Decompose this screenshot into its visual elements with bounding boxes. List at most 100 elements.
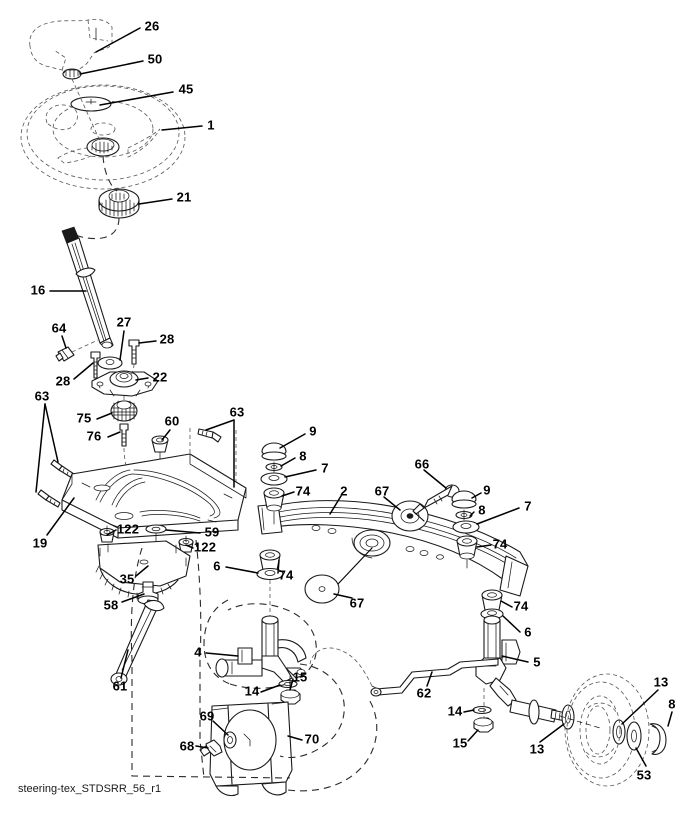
front-wheel-phantom: [559, 673, 650, 787]
part-21-bearing: [98, 188, 140, 219]
part-62-tie-rod: [370, 658, 499, 697]
part-35-sector-gear: [95, 540, 191, 600]
part-50-hex-nut: [62, 68, 82, 80]
callout-14: 14: [244, 683, 260, 699]
part-14-washer-right: [472, 705, 492, 715]
part-8-washer-left: [265, 461, 283, 473]
callout-74: 74: [492, 536, 508, 552]
part-27-washer: [97, 356, 123, 370]
callout-59: 59: [204, 524, 220, 540]
part-4-left-spindle: [215, 615, 307, 683]
part-69-washer: [223, 731, 237, 749]
part-45-spline-hub: [86, 137, 120, 157]
callout-69: 69: [199, 708, 215, 724]
part-61-drag-link: [110, 599, 165, 686]
part-75-pinion-gear: [110, 400, 138, 422]
callout-28: 28: [55, 373, 71, 389]
part-74-bushing-left-upper: [263, 487, 285, 512]
callout-53: 53: [636, 767, 652, 783]
callout-74: 74: [295, 483, 311, 499]
callout-8: 8: [478, 502, 486, 518]
callout-15: 15: [452, 735, 468, 751]
part-14-washer-left: [278, 679, 298, 689]
diagram-caption: steering-tex_STDSRR_56_r1: [18, 783, 162, 795]
callout-63: 63: [34, 388, 50, 404]
callout-74: 74: [278, 567, 294, 583]
callout-8: 8: [668, 696, 676, 712]
part-22-flange-plate: [91, 370, 159, 397]
part-13-bearing-outer: [612, 719, 626, 745]
part-9-cap-right: [451, 490, 477, 509]
callout-6: 6: [524, 624, 532, 640]
part-74-bushing-right-upper: [456, 535, 478, 560]
callout-21: 21: [176, 189, 192, 205]
callout-58: 58: [103, 597, 119, 613]
part-70-bracket: [209, 701, 293, 797]
callout-7: 7: [524, 498, 532, 514]
callout-5: 5: [533, 654, 541, 670]
callout-122: 122: [193, 539, 217, 555]
part-66-pivot-bolt: [412, 484, 460, 515]
part-6-washer-left: [256, 567, 284, 581]
part-67-washer-upper: [391, 500, 429, 532]
part-9-cap-left: [261, 442, 287, 461]
callout-60: 60: [164, 413, 180, 429]
callout-1: 1: [207, 117, 215, 133]
callout-6: 6: [213, 558, 221, 574]
callout-9: 9: [483, 482, 491, 498]
part-8-washer-right: [455, 509, 473, 521]
callout-64: 64: [51, 320, 67, 336]
leader-lines: [35, 27, 673, 767]
part-67-washer-lower: [304, 574, 340, 604]
callout-4: 4: [194, 644, 202, 660]
part-74-bushing-right-lower: [481, 589, 503, 611]
callout-8: 8: [299, 448, 307, 464]
part-122-bushing-left: [99, 525, 115, 543]
callout-62: 62: [416, 685, 432, 701]
callout-45: 45: [178, 81, 194, 97]
part-45-wheel-insert: [70, 96, 112, 112]
part-60-bushing: [151, 435, 169, 487]
callout-70: 70: [304, 731, 320, 747]
part-63-bolt-a: [50, 459, 75, 479]
callout-68: 68: [179, 738, 195, 754]
callout-7: 7: [321, 460, 329, 476]
callout-67: 67: [349, 595, 365, 611]
callout-35: 35: [119, 571, 135, 587]
callout-122: 122: [116, 521, 140, 537]
callout-14: 14: [447, 703, 463, 719]
callout-22: 22: [152, 369, 168, 385]
part-2-front-axle: [257, 500, 529, 597]
callout-76: 76: [86, 428, 102, 444]
part-63-bolt-b: [37, 489, 61, 508]
callout-15: 15: [292, 669, 308, 685]
part-122-bushing-right: [178, 535, 194, 553]
part-28-bolt-left: [90, 351, 101, 379]
part-64-fitting: [55, 346, 75, 362]
callout-13: 13: [529, 741, 545, 757]
callout-28: 28: [159, 331, 175, 347]
part-63-bolt-c: [197, 428, 222, 443]
part-7-washer-left: [260, 472, 288, 486]
part-8-washer-hub: [626, 721, 642, 751]
part-1-steering-wheel: [20, 84, 186, 190]
callout-61: 61: [112, 678, 128, 694]
callout-63: 63: [229, 404, 245, 420]
callout-9: 9: [309, 423, 317, 439]
callout-74: 74: [513, 598, 529, 614]
callout-27: 27: [116, 314, 132, 330]
callout-16: 16: [30, 282, 46, 298]
part-28-bolt-right: [128, 339, 140, 365]
callout-26: 26: [144, 18, 160, 34]
callout-13: 13: [653, 674, 669, 690]
part-16-steering-shaft: [61, 226, 114, 349]
part-76-pin: [119, 423, 129, 447]
callout-75: 75: [76, 410, 92, 426]
callout-19: 19: [32, 535, 48, 551]
part-15-nut-right: [473, 717, 494, 733]
part-19-support-plate: [61, 453, 247, 539]
callout-2: 2: [340, 483, 348, 499]
callout-50: 50: [147, 51, 163, 67]
